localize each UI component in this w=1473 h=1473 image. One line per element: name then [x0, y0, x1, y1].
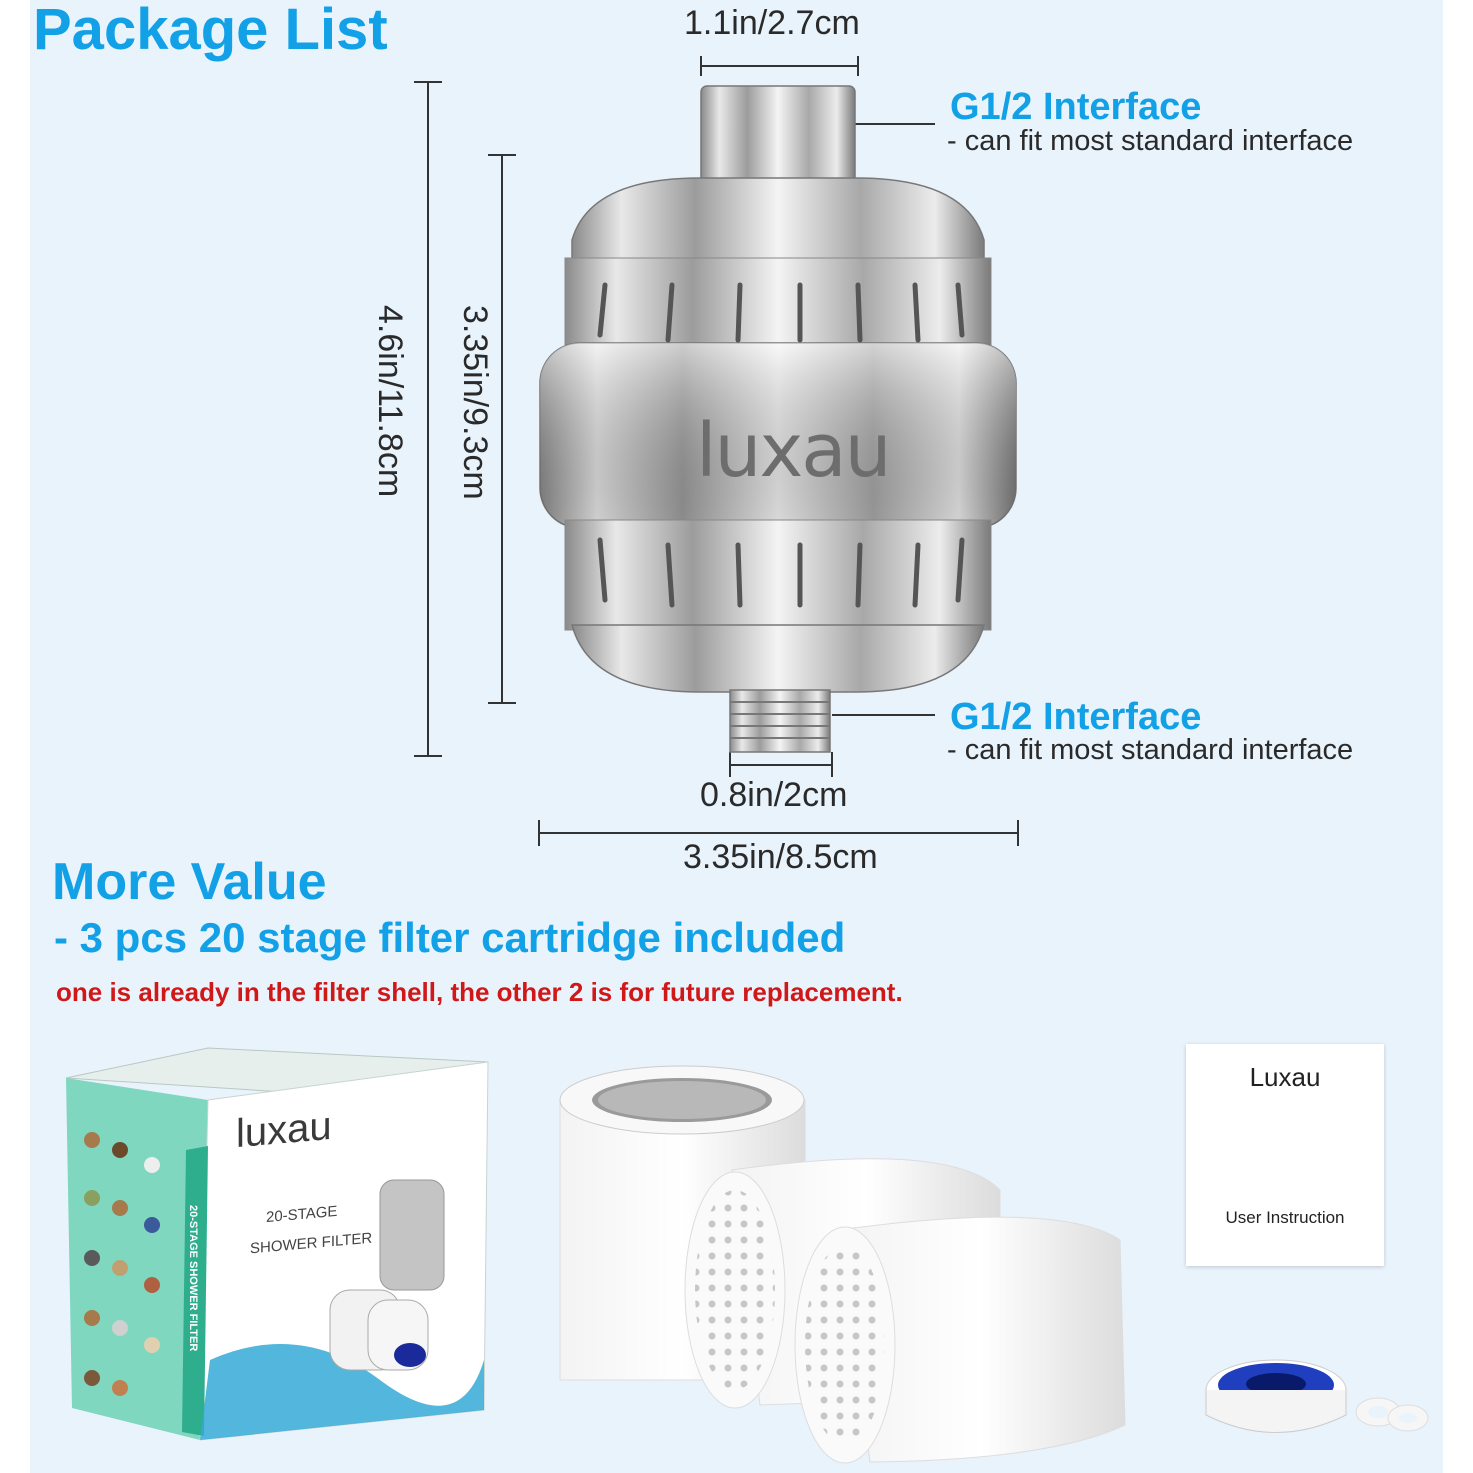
filter-logo: luxau — [696, 408, 891, 494]
bottom-width-label: 0.8in/2cm — [700, 776, 848, 814]
interface-top-subtitle: - can fit most standard interface — [947, 125, 1354, 157]
interface-bottom-subtitle: - can fit most standard interface — [947, 734, 1354, 766]
manual-label: User Instruction — [1225, 1208, 1345, 1227]
more-value-title: More Value — [52, 853, 327, 911]
interface-top-title: G1/2 Interface — [950, 86, 1202, 128]
manual-brand: Luxau — [1249, 1062, 1321, 1092]
top-width-label: 1.1in/2.7cm — [684, 4, 860, 42]
replacement-note: one is already in the filter shell, the … — [56, 977, 903, 1007]
body-width-label: 3.35in/8.5cm — [683, 838, 878, 876]
more-value-subtitle: - 3 pcs 20 stage filter cartridge includ… — [54, 914, 846, 961]
page-title: Package List — [33, 0, 388, 62]
user-instruction-card: Luxau User Instruction — [1186, 1044, 1384, 1266]
interface-bottom-title: G1/2 Interface — [950, 696, 1202, 738]
body-height-label: 3.35in/9.3cm — [456, 305, 494, 500]
total-height-label: 4.6in/11.8cm — [371, 305, 409, 498]
box-side-label: 20-STAGE SHOWER FILTER — [187, 1205, 199, 1352]
